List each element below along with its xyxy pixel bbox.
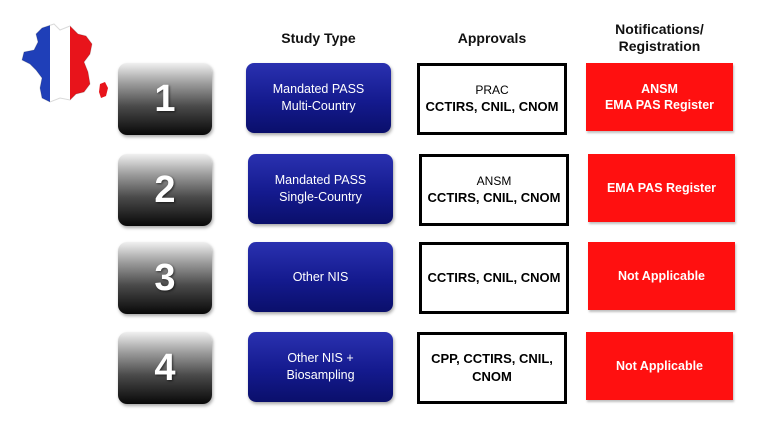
header-notifications-line1: Notifications/ bbox=[615, 21, 704, 37]
notifications-box: ANSM EMA PAS Register bbox=[586, 63, 733, 131]
study-row-2: 2 Mandated PASS Single-Country ANSM CCTI… bbox=[0, 154, 763, 230]
study-row-4: 4 Other NIS + Biosampling CPP, CCTIRS, C… bbox=[0, 332, 763, 408]
notifications-line: ANSM bbox=[641, 82, 678, 96]
notifications-line: EMA PAS Register bbox=[606, 181, 717, 195]
study-type-box: Other NIS bbox=[248, 242, 393, 312]
header-notifications-line2: Registration bbox=[618, 38, 701, 54]
row-number-tile: 2 bbox=[118, 154, 212, 226]
approvals-line: CCTIRS, CNIL, CNOM bbox=[427, 270, 561, 285]
header-approvals: Approvals bbox=[457, 30, 527, 46]
row-number-tile: 3 bbox=[118, 242, 212, 314]
study-type-box: Mandated PASS Single-Country bbox=[248, 154, 393, 224]
notifications-box: Not Applicable bbox=[586, 332, 733, 400]
row-number-tile: 4 bbox=[118, 332, 212, 404]
approvals-line: ANSM bbox=[476, 174, 512, 188]
study-type-line: Mandated PASS bbox=[272, 82, 365, 96]
notifications-line: Not Applicable bbox=[615, 359, 704, 373]
study-type-line: Mandated PASS bbox=[274, 173, 367, 187]
approvals-line: CCTIRS, CNIL, CNOM bbox=[425, 99, 559, 114]
study-row-1: 1 Mandated PASS Multi-Country PRAC CCTIR… bbox=[0, 63, 763, 139]
row-number-tile: 1 bbox=[118, 63, 212, 135]
approvals-box: ANSM CCTIRS, CNIL, CNOM bbox=[419, 154, 569, 226]
study-type-box: Mandated PASS Multi-Country bbox=[246, 63, 391, 133]
approvals-line: CNOM bbox=[472, 369, 512, 384]
notifications-line: EMA PAS Register bbox=[604, 98, 715, 112]
study-type-box: Other NIS + Biosampling bbox=[248, 332, 393, 402]
study-row-3: 3 Other NIS CCTIRS, CNIL, CNOM Not Appli… bbox=[0, 242, 763, 318]
study-type-line: Biosampling bbox=[286, 368, 355, 382]
notifications-box: Not Applicable bbox=[588, 242, 735, 310]
header-notifications-registration: Notifications/ Registration bbox=[586, 21, 733, 55]
notifications-line: Not Applicable bbox=[617, 269, 706, 283]
france-flag-map-icon bbox=[21, 23, 108, 103]
study-type-line: Multi-Country bbox=[281, 99, 356, 113]
study-type-line: Other NIS + bbox=[287, 351, 354, 365]
notifications-box: EMA PAS Register bbox=[588, 154, 735, 222]
header-study-type: Study Type bbox=[281, 30, 356, 46]
approvals-line: CPP, CCTIRS, CNIL, bbox=[431, 351, 553, 366]
study-type-line: Single-Country bbox=[279, 190, 362, 204]
approvals-box: CPP, CCTIRS, CNIL, CNOM bbox=[417, 332, 567, 404]
approvals-box: CCTIRS, CNIL, CNOM bbox=[419, 242, 569, 314]
approvals-box: PRAC CCTIRS, CNIL, CNOM bbox=[417, 63, 567, 135]
approvals-line: CCTIRS, CNIL, CNOM bbox=[427, 190, 561, 205]
approvals-line: PRAC bbox=[475, 83, 509, 97]
study-type-line: Other NIS bbox=[292, 269, 349, 284]
